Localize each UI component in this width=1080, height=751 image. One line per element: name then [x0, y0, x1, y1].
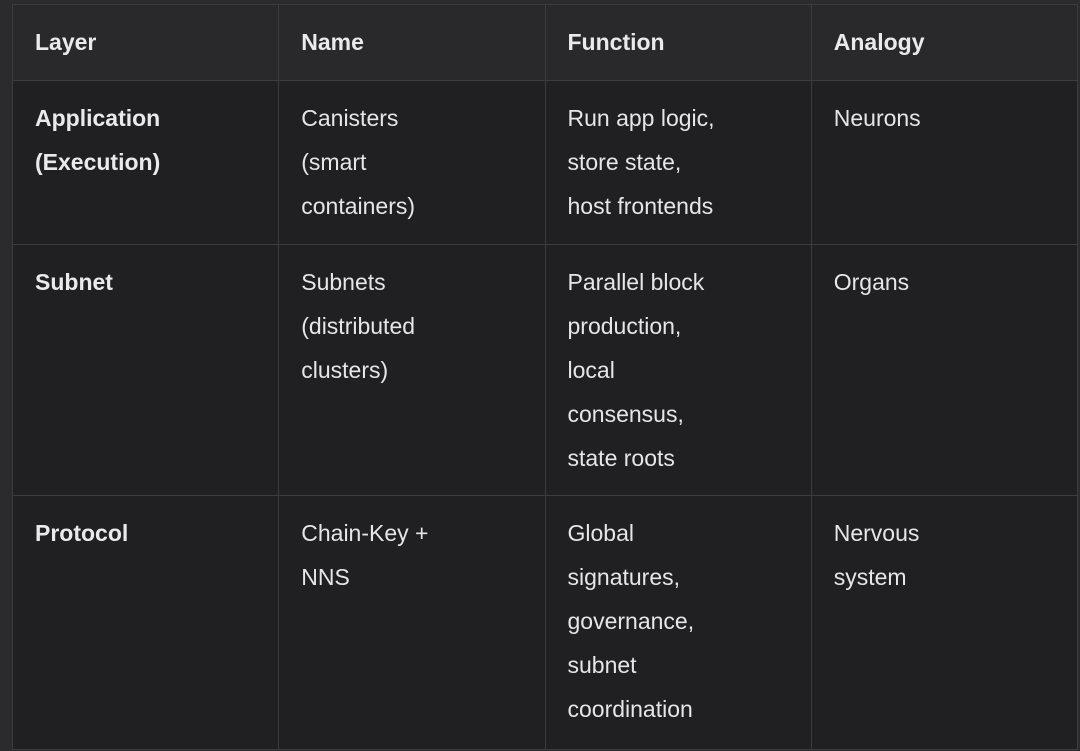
layers-comparison-table: Layer Name Function Analogy Application …	[11, 4, 1079, 750]
header-cell-name: Name	[278, 4, 546, 81]
cell-subnet-layer: Subnet	[11, 244, 280, 496]
table-row-protocol: Protocol Chain-Key + NNS Global signatur…	[11, 495, 1079, 750]
cell-application-layer: Application (Execution)	[11, 80, 280, 245]
table-row-application: Application (Execution) Canisters (smart…	[11, 80, 1079, 245]
cell-protocol-function: Global signatures, governance, subnet co…	[544, 495, 812, 750]
cell-subnet-function: Parallel block production, local consens…	[544, 244, 812, 496]
cell-subnet-analogy: Organs	[810, 244, 1079, 496]
cell-protocol-layer: Protocol	[11, 495, 280, 750]
header-cell-layer: Layer	[11, 4, 280, 81]
cell-protocol-analogy: Nervous system	[810, 495, 1079, 750]
table-header-row: Layer Name Function Analogy	[11, 4, 1079, 81]
cell-application-analogy: Neurons	[810, 80, 1079, 245]
header-cell-analogy: Analogy	[810, 4, 1079, 81]
cell-subnet-name: Subnets (distributed clusters)	[278, 244, 546, 496]
cell-protocol-name: Chain-Key + NNS	[278, 495, 546, 750]
cell-application-name: Canisters (smart containers)	[278, 80, 546, 245]
cell-application-function: Run app logic, store state, host fronten…	[544, 80, 812, 245]
header-cell-function: Function	[544, 4, 812, 81]
table-row-subnet: Subnet Subnets (distributed clusters) Pa…	[11, 244, 1079, 496]
